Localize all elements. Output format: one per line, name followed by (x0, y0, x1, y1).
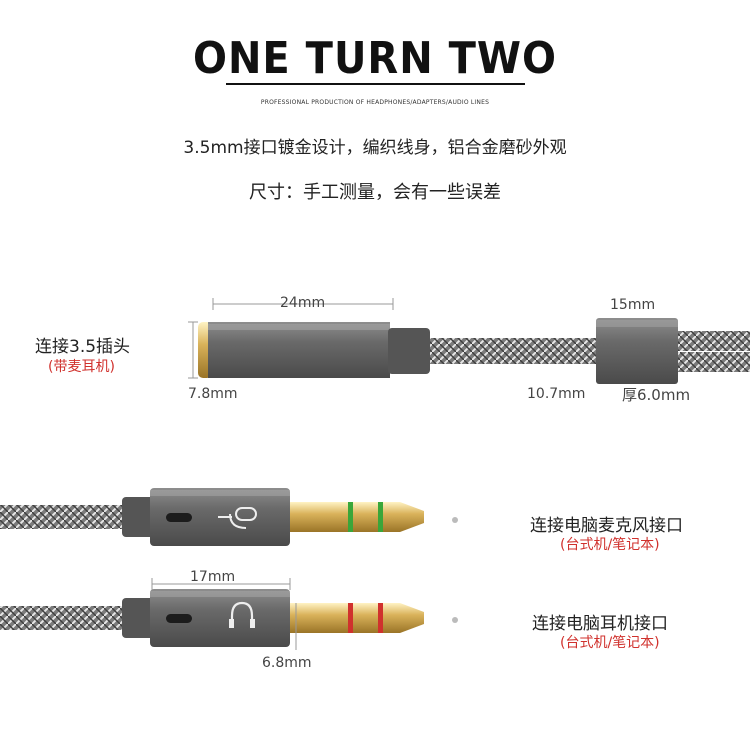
splitter-width: 10.7mm (527, 386, 586, 402)
dimension-plug-length: 17mm (190, 569, 236, 585)
headphone-plug-assembly (0, 578, 458, 650)
dimension-plug-diameter: 6.8mm (262, 655, 312, 671)
braided-cable (676, 352, 750, 372)
mic-plug-sublabel: (台式机/笔记本) (560, 537, 660, 553)
female-connector-assembly (188, 298, 750, 384)
insulator-ring (378, 603, 383, 633)
female-jack-body (208, 322, 390, 378)
pointer-dot (452, 517, 458, 523)
strain-relief (122, 598, 154, 638)
splitter-thickness: 厚6.0mm (622, 386, 691, 404)
strain-relief (388, 328, 430, 374)
female-connector-label: 连接3.5插头 (35, 337, 131, 357)
braided-cable (428, 338, 598, 364)
grip-slot (166, 614, 192, 623)
insulator-ring (378, 502, 383, 532)
dimension-length: 24mm (280, 295, 326, 311)
insulator-ring (348, 603, 353, 633)
braided-cable (676, 331, 750, 351)
gold-pin (290, 603, 400, 633)
microphone-icon (218, 507, 257, 529)
headphone-plug-sublabel: (台式机/笔记本) (560, 635, 660, 651)
headphone-plug-body (150, 589, 290, 647)
grip-slot (166, 513, 192, 522)
braided-cable (0, 606, 128, 630)
feature-description: 3.5mm接口镀金设计，编织线身，铝合金磨砂外观 (183, 138, 567, 158)
pointer-dot (452, 617, 458, 623)
headphone-plug-label: 连接电脑耳机接口 (532, 614, 668, 634)
page-subtitle: PROFESSIONAL PRODUCTION OF HEADPHONES/AD… (260, 99, 490, 106)
splitter-body (596, 318, 678, 384)
strain-relief (122, 497, 154, 537)
female-connector-sublabel: (带麦耳机) (48, 359, 115, 375)
mic-plug-assembly (0, 488, 458, 546)
gold-pin (290, 502, 400, 532)
mic-plug-label: 连接电脑麦克风接口 (530, 516, 683, 536)
insulator-ring (348, 502, 353, 532)
headphone-icon (229, 601, 255, 628)
dimension-diameter: 7.8mm (188, 386, 238, 402)
measurement-note: 尺寸：手工测量，会有一些误差 (249, 182, 501, 203)
braided-cable (0, 505, 128, 529)
page-title: ONE TURN TWO (192, 34, 558, 84)
splitter-length: 15mm (610, 297, 656, 313)
